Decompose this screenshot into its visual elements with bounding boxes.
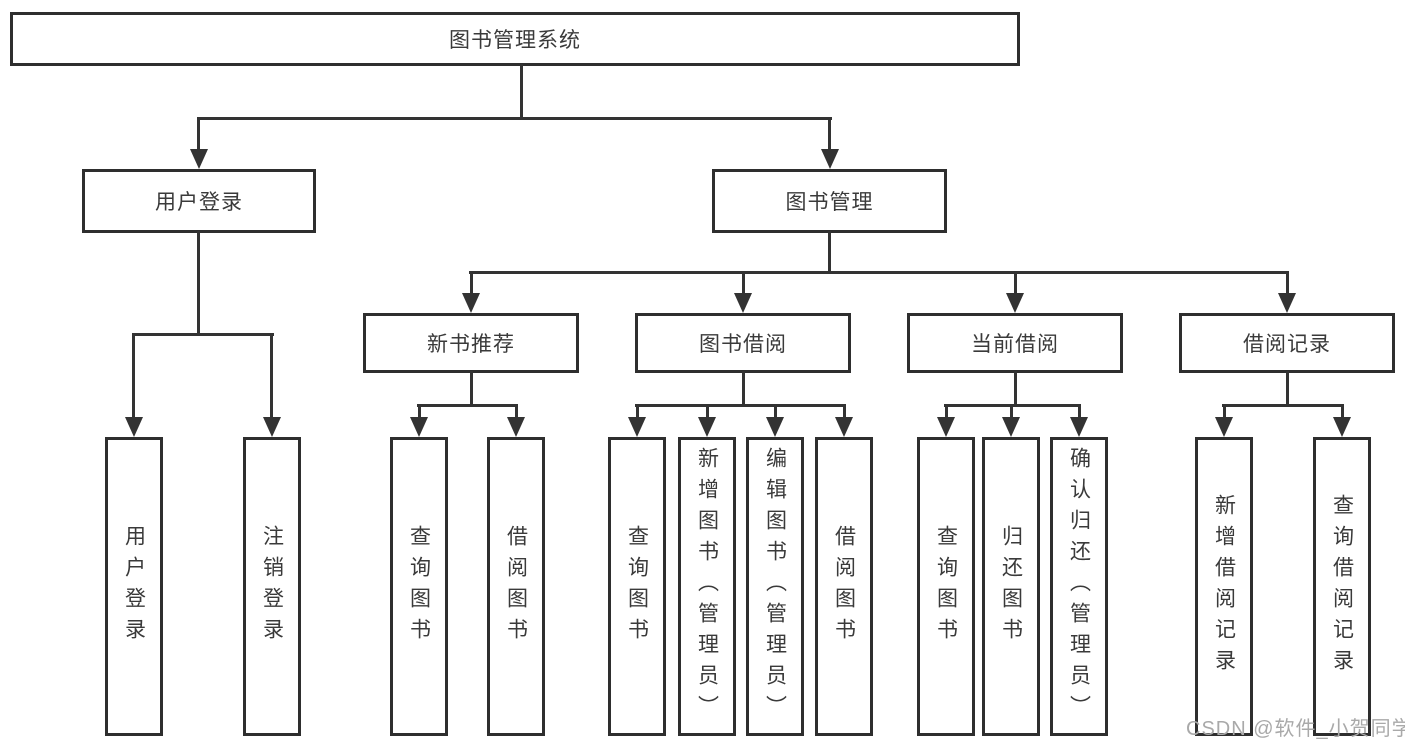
node-label: 用户登录 bbox=[122, 524, 146, 649]
node-label: 当前借阅 bbox=[971, 333, 1059, 356]
node-leaf-edit-books-admin: 编辑图书（管理员） bbox=[746, 437, 804, 736]
node-label: 查询图书 bbox=[625, 524, 649, 649]
connector-vline bbox=[945, 404, 948, 420]
arrow-down-icon bbox=[766, 417, 784, 437]
arrow-down-icon bbox=[1006, 293, 1024, 313]
arrow-down-icon bbox=[835, 417, 853, 437]
node-leaf-user-login: 用户登录 bbox=[105, 437, 163, 736]
connector-vline bbox=[742, 271, 745, 295]
connector-vline bbox=[1341, 404, 1344, 420]
connector-vline bbox=[520, 64, 523, 119]
connector-vline bbox=[774, 404, 777, 420]
connector-vline bbox=[270, 333, 273, 419]
connector-vline bbox=[1286, 371, 1289, 407]
node-label: 查询借阅记录 bbox=[1330, 493, 1354, 680]
node-leaf-query-books-borrow: 查询图书 bbox=[608, 437, 666, 736]
connector-vline bbox=[1286, 271, 1289, 295]
connector-vline bbox=[828, 117, 831, 151]
node-label: 编辑图书（管理员） bbox=[763, 447, 787, 726]
node-leaf-logout: 注销登录 bbox=[243, 437, 301, 736]
connector-vline bbox=[515, 404, 518, 420]
connector-hline bbox=[417, 404, 518, 407]
connector-vline bbox=[706, 404, 709, 420]
arrow-down-icon bbox=[190, 149, 208, 169]
node-label: 借阅图书 bbox=[832, 524, 856, 649]
node-label: 图书管理 bbox=[785, 191, 874, 214]
connector-vline bbox=[197, 117, 200, 151]
node-leaf-query-books-current: 查询图书 bbox=[917, 437, 975, 736]
arrow-down-icon bbox=[410, 417, 428, 437]
node-label: 确认归还（管理员） bbox=[1067, 447, 1091, 726]
connector-vline bbox=[1223, 404, 1226, 420]
node-label: 借阅记录 bbox=[1243, 333, 1331, 356]
node-label: 归还图书 bbox=[999, 524, 1023, 649]
node-current-borrow: 当前借阅 bbox=[907, 313, 1123, 373]
connector-hline bbox=[197, 117, 832, 120]
node-book-management: 图书管理 bbox=[712, 169, 947, 233]
node-label: 查询图书 bbox=[934, 524, 958, 649]
node-leaf-add-books-admin: 新增图书（管理员） bbox=[678, 437, 736, 736]
connector-hline bbox=[1222, 404, 1344, 407]
arrow-down-icon bbox=[1278, 293, 1296, 313]
connector-vline bbox=[470, 271, 473, 295]
node-leaf-confirm-return-admin: 确认归还（管理员） bbox=[1050, 437, 1108, 736]
node-label: 查询图书 bbox=[407, 524, 431, 649]
connector-vline bbox=[636, 404, 639, 420]
connector-vline bbox=[1010, 404, 1013, 420]
node-label: 图书管理系统 bbox=[449, 29, 581, 52]
connector-vline bbox=[1078, 404, 1081, 420]
node-label: 新书推荐 bbox=[427, 333, 515, 356]
node-leaf-borrow-books: 借阅图书 bbox=[815, 437, 873, 736]
node-leaf-return-books: 归还图书 bbox=[982, 437, 1040, 736]
node-label: 图书借阅 bbox=[699, 333, 787, 356]
connector-vline bbox=[1014, 271, 1017, 295]
arrow-down-icon bbox=[734, 293, 752, 313]
arrow-down-icon bbox=[628, 417, 646, 437]
connector-vline bbox=[843, 404, 846, 420]
arrow-down-icon bbox=[462, 293, 480, 313]
arrow-down-icon bbox=[1333, 417, 1351, 437]
arrow-down-icon bbox=[937, 417, 955, 437]
connector-vline bbox=[197, 231, 200, 335]
connector-vline bbox=[742, 371, 745, 407]
arrow-down-icon bbox=[1215, 417, 1233, 437]
arrow-down-icon bbox=[507, 417, 525, 437]
node-borrow-records: 借阅记录 bbox=[1179, 313, 1395, 373]
connector-vline bbox=[470, 371, 473, 407]
node-label: 新增借阅记录 bbox=[1212, 493, 1236, 680]
node-root-system: 图书管理系统 bbox=[10, 12, 1020, 66]
node-user-login: 用户登录 bbox=[82, 169, 316, 233]
arrow-down-icon bbox=[1070, 417, 1088, 437]
arrow-down-icon bbox=[1002, 417, 1020, 437]
arrow-down-icon bbox=[698, 417, 716, 437]
node-new-book-recommend: 新书推荐 bbox=[363, 313, 579, 373]
node-leaf-query-borrow-record: 查询借阅记录 bbox=[1313, 437, 1371, 736]
arrow-down-icon bbox=[821, 149, 839, 169]
node-book-borrow: 图书借阅 bbox=[635, 313, 851, 373]
csdn-watermark: CSDN @软件_小贺同学 bbox=[1186, 718, 1405, 740]
node-leaf-query-books-recommend: 查询图书 bbox=[390, 437, 448, 736]
connector-hline bbox=[469, 271, 1289, 274]
connector-hline bbox=[132, 333, 274, 336]
node-label: 注销登录 bbox=[260, 524, 284, 649]
node-label: 借阅图书 bbox=[504, 524, 528, 649]
connector-vline bbox=[1014, 371, 1017, 407]
connector-vline bbox=[418, 404, 421, 420]
node-label: 用户登录 bbox=[155, 191, 243, 214]
node-leaf-borrow-books-recommend: 借阅图书 bbox=[487, 437, 545, 736]
node-label: 新增图书（管理员） bbox=[695, 447, 719, 726]
connector-vline bbox=[828, 231, 831, 273]
node-leaf-add-borrow-record: 新增借阅记录 bbox=[1195, 437, 1253, 736]
arrow-down-icon bbox=[263, 417, 281, 437]
connector-hline bbox=[635, 404, 846, 407]
arrow-down-icon bbox=[125, 417, 143, 437]
connector-vline bbox=[132, 333, 135, 419]
